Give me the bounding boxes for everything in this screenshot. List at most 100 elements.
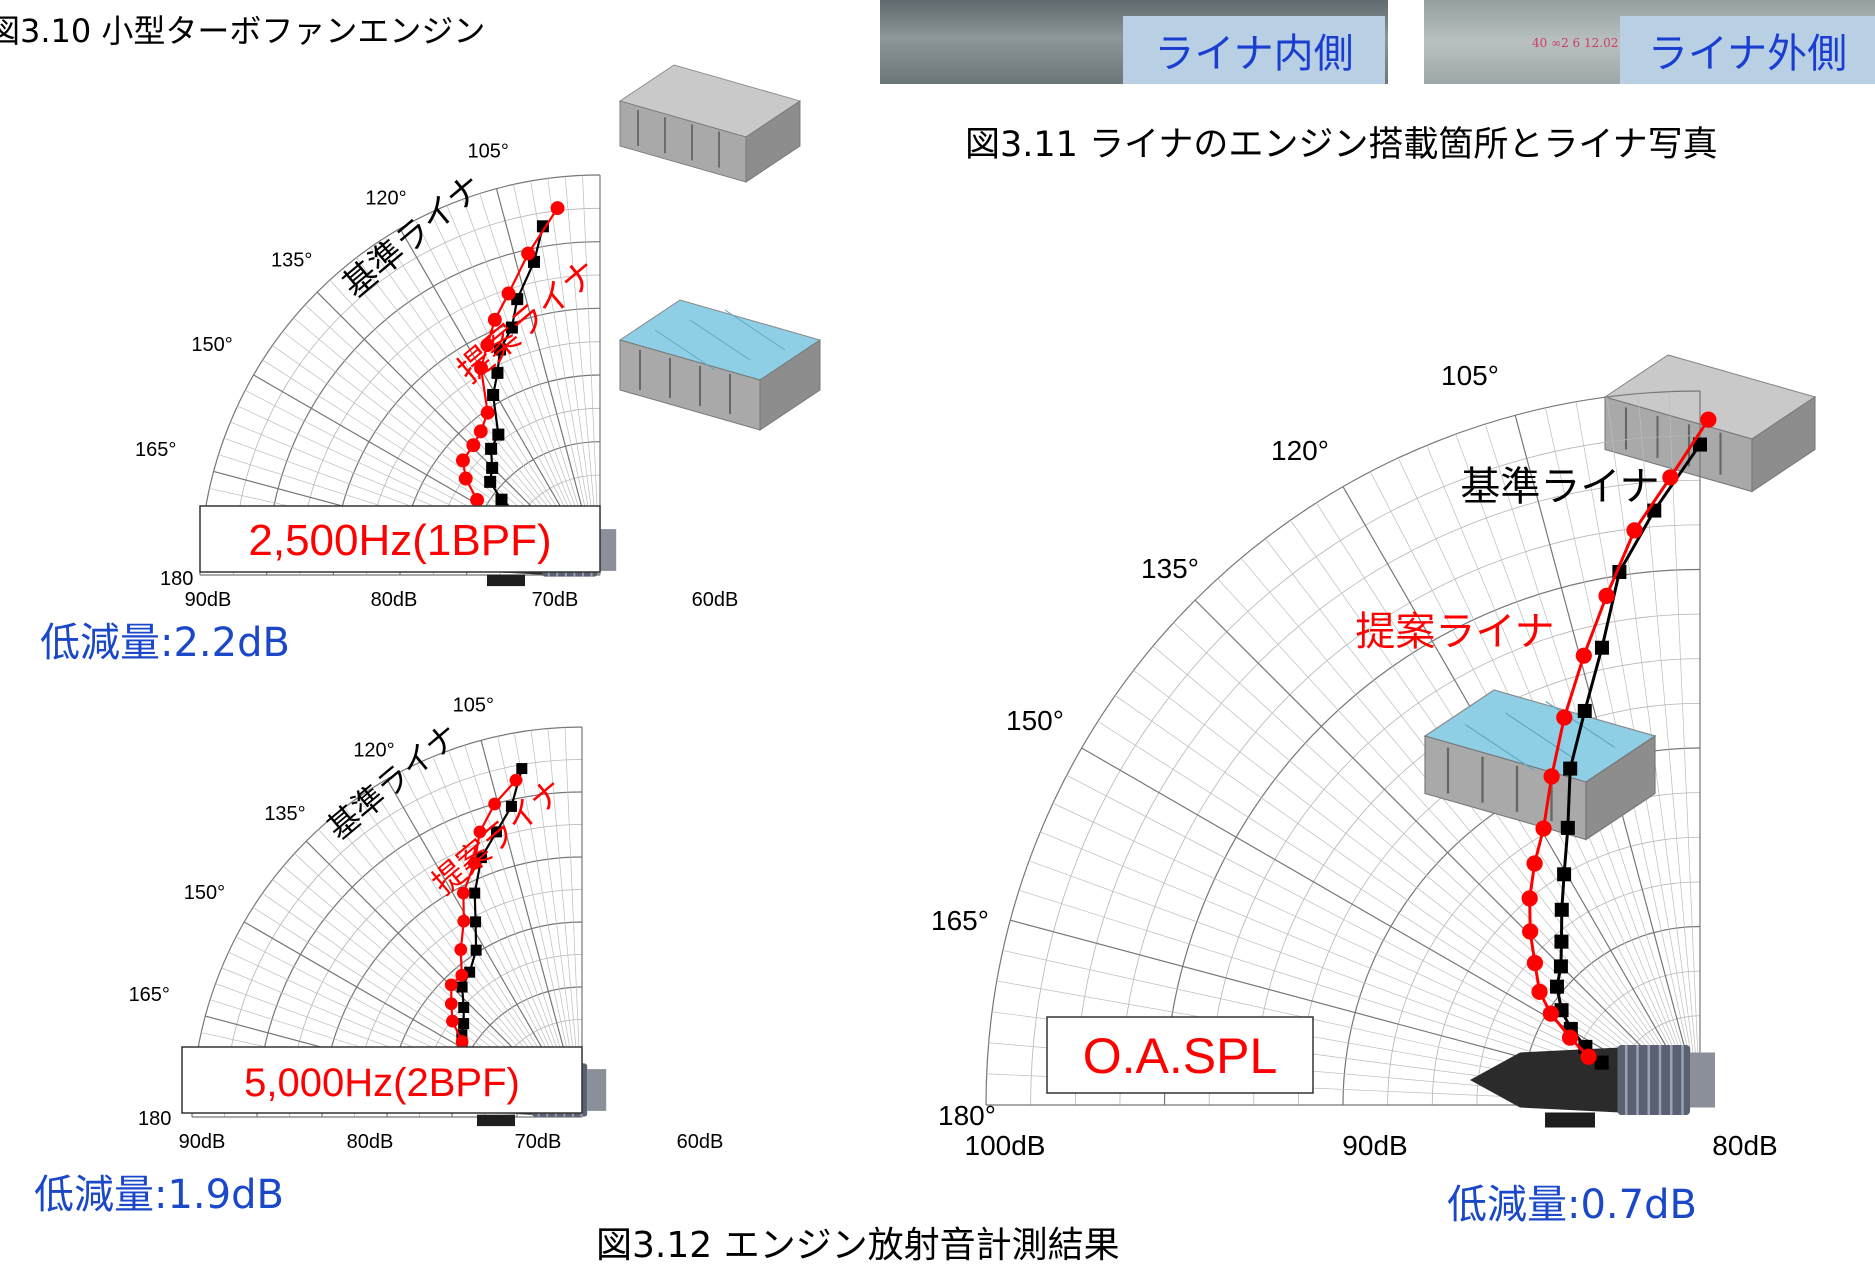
data-point-proposed bbox=[1700, 411, 1717, 428]
radial-db-label: 90dB bbox=[185, 589, 232, 611]
data-point-baseline bbox=[1577, 703, 1592, 718]
grid-spoke bbox=[1097, 721, 1701, 1106]
data-point-proposed bbox=[455, 453, 470, 468]
proposed-liner-model-cell bbox=[654, 329, 716, 371]
baseline-liner-model-end bbox=[1751, 396, 1816, 493]
data-point-proposed bbox=[1543, 768, 1560, 785]
engine-model bbox=[1470, 1045, 1715, 1128]
grid-spoke bbox=[1114, 695, 1701, 1106]
angle-label: 150° bbox=[191, 334, 232, 356]
data-point-baseline bbox=[494, 343, 507, 356]
data-point-proposed bbox=[480, 338, 495, 353]
data-point-proposed bbox=[1542, 1005, 1559, 1022]
liner-inner-photo: ライナ内側 bbox=[880, 0, 1388, 84]
angle-label: 105° bbox=[1441, 360, 1499, 391]
data-point-proposed bbox=[1575, 647, 1592, 664]
chart-title-box bbox=[199, 505, 601, 573]
data-point-proposed bbox=[550, 201, 565, 216]
data-point-proposed bbox=[470, 493, 485, 507]
series-name-label: 基準ライナ bbox=[1460, 465, 1659, 509]
data-point-proposed bbox=[455, 1035, 469, 1048]
data-point-proposed bbox=[1522, 923, 1539, 940]
figure-caption-3-11: 図3.11 ライナのエンジン搭載箇所とライナ写真 bbox=[965, 125, 1718, 165]
engine-model-nozzle bbox=[1470, 1047, 1620, 1113]
proposed-liner-model-cell bbox=[1464, 724, 1535, 771]
angle-label-180: 180 bbox=[138, 1108, 171, 1130]
data-point-baseline bbox=[1549, 979, 1564, 994]
data-point-proposed bbox=[1598, 587, 1615, 604]
data-point-proposed bbox=[1535, 820, 1552, 837]
angle-label: 105° bbox=[453, 694, 494, 716]
data-point-proposed bbox=[521, 246, 536, 261]
proposed-liner-model-cell bbox=[1505, 712, 1575, 760]
data-point-baseline bbox=[486, 461, 499, 474]
data-point-baseline bbox=[1560, 820, 1575, 835]
data-point-baseline bbox=[487, 389, 500, 402]
chart-title: 5,000Hz(2BPF) bbox=[244, 1061, 520, 1105]
radial-db-label: 60dB bbox=[692, 589, 739, 611]
grid-spoke bbox=[1081, 747, 1701, 1106]
reduction-2500hz: 低減量:2.2dB bbox=[40, 620, 290, 666]
data-point-proposed bbox=[1556, 709, 1573, 726]
data-point-baseline bbox=[458, 1018, 470, 1030]
baseline-liner-model-end bbox=[745, 100, 801, 183]
data-point-proposed bbox=[1561, 1029, 1579, 1046]
angle-label: 165° bbox=[135, 439, 176, 461]
proposed-liner-model bbox=[1423, 689, 1657, 841]
data-point-proposed bbox=[457, 914, 471, 928]
data-point-proposed bbox=[1531, 983, 1548, 1000]
radial-db-label: 80dB bbox=[1712, 1130, 1777, 1161]
figure-caption-3-10: 図3.10 小型ターボファンエンジン bbox=[0, 12, 486, 50]
angle-label: 105° bbox=[468, 141, 509, 163]
baseline-liner-model bbox=[618, 64, 802, 183]
data-point-proposed bbox=[501, 286, 516, 301]
radial-db-label: 90dB bbox=[1342, 1130, 1407, 1161]
grid-spoke bbox=[1217, 578, 1701, 1106]
data-point-baseline bbox=[536, 220, 549, 233]
data-point-proposed bbox=[467, 856, 481, 870]
data-point-proposed bbox=[1521, 890, 1538, 907]
grid-spoke bbox=[1173, 622, 1701, 1106]
engine-model-core bbox=[1617, 1045, 1690, 1115]
data-point-proposed bbox=[474, 361, 488, 376]
photo-handwriting: 40 ∞2 6 12.02 bbox=[1532, 36, 1619, 50]
data-point-proposed bbox=[444, 997, 458, 1011]
data-point-proposed bbox=[1580, 1048, 1597, 1065]
angle-label: 165° bbox=[129, 984, 170, 1006]
data-point-baseline bbox=[495, 493, 508, 506]
data-point-baseline bbox=[505, 321, 518, 334]
radial-db-label: 100dB bbox=[965, 1130, 1046, 1161]
grid-spoke bbox=[1265, 538, 1701, 1106]
data-point-baseline bbox=[492, 428, 505, 441]
engine-model-fan bbox=[587, 1069, 607, 1111]
data-point-baseline bbox=[456, 1029, 468, 1041]
radial-db-label: 70dB bbox=[532, 589, 579, 611]
grid-spoke bbox=[1668, 391, 1701, 1106]
data-point-baseline bbox=[516, 763, 528, 775]
data-point-baseline bbox=[1693, 437, 1707, 452]
grid-spoke bbox=[1240, 557, 1701, 1106]
data-point-proposed bbox=[1626, 522, 1643, 539]
data-point-proposed bbox=[473, 424, 488, 439]
data-point-proposed bbox=[487, 312, 502, 327]
chart-title: 2,500Hz(1BPF) bbox=[248, 516, 551, 565]
engine-model-fan bbox=[1690, 1052, 1715, 1108]
data-point-proposed bbox=[1526, 855, 1543, 872]
series-line-baseline bbox=[1555, 443, 1702, 1064]
data-point-baseline bbox=[1553, 959, 1568, 974]
grid-spoke bbox=[1152, 645, 1701, 1106]
data-point-baseline bbox=[1554, 934, 1569, 949]
angle-label: 150° bbox=[184, 882, 225, 904]
data-point-baseline bbox=[470, 916, 482, 928]
chart-title-box bbox=[1046, 1016, 1314, 1094]
data-point-proposed bbox=[480, 405, 495, 420]
data-point-baseline bbox=[475, 852, 487, 864]
angle-label-180: 180 bbox=[160, 568, 193, 590]
proposed-liner-model-end bbox=[759, 339, 821, 431]
angle-label-180: 180° bbox=[938, 1100, 996, 1131]
proposed-liner-model bbox=[618, 299, 822, 431]
radial-db-label: 80dB bbox=[371, 589, 418, 611]
data-point-proposed bbox=[466, 438, 481, 453]
